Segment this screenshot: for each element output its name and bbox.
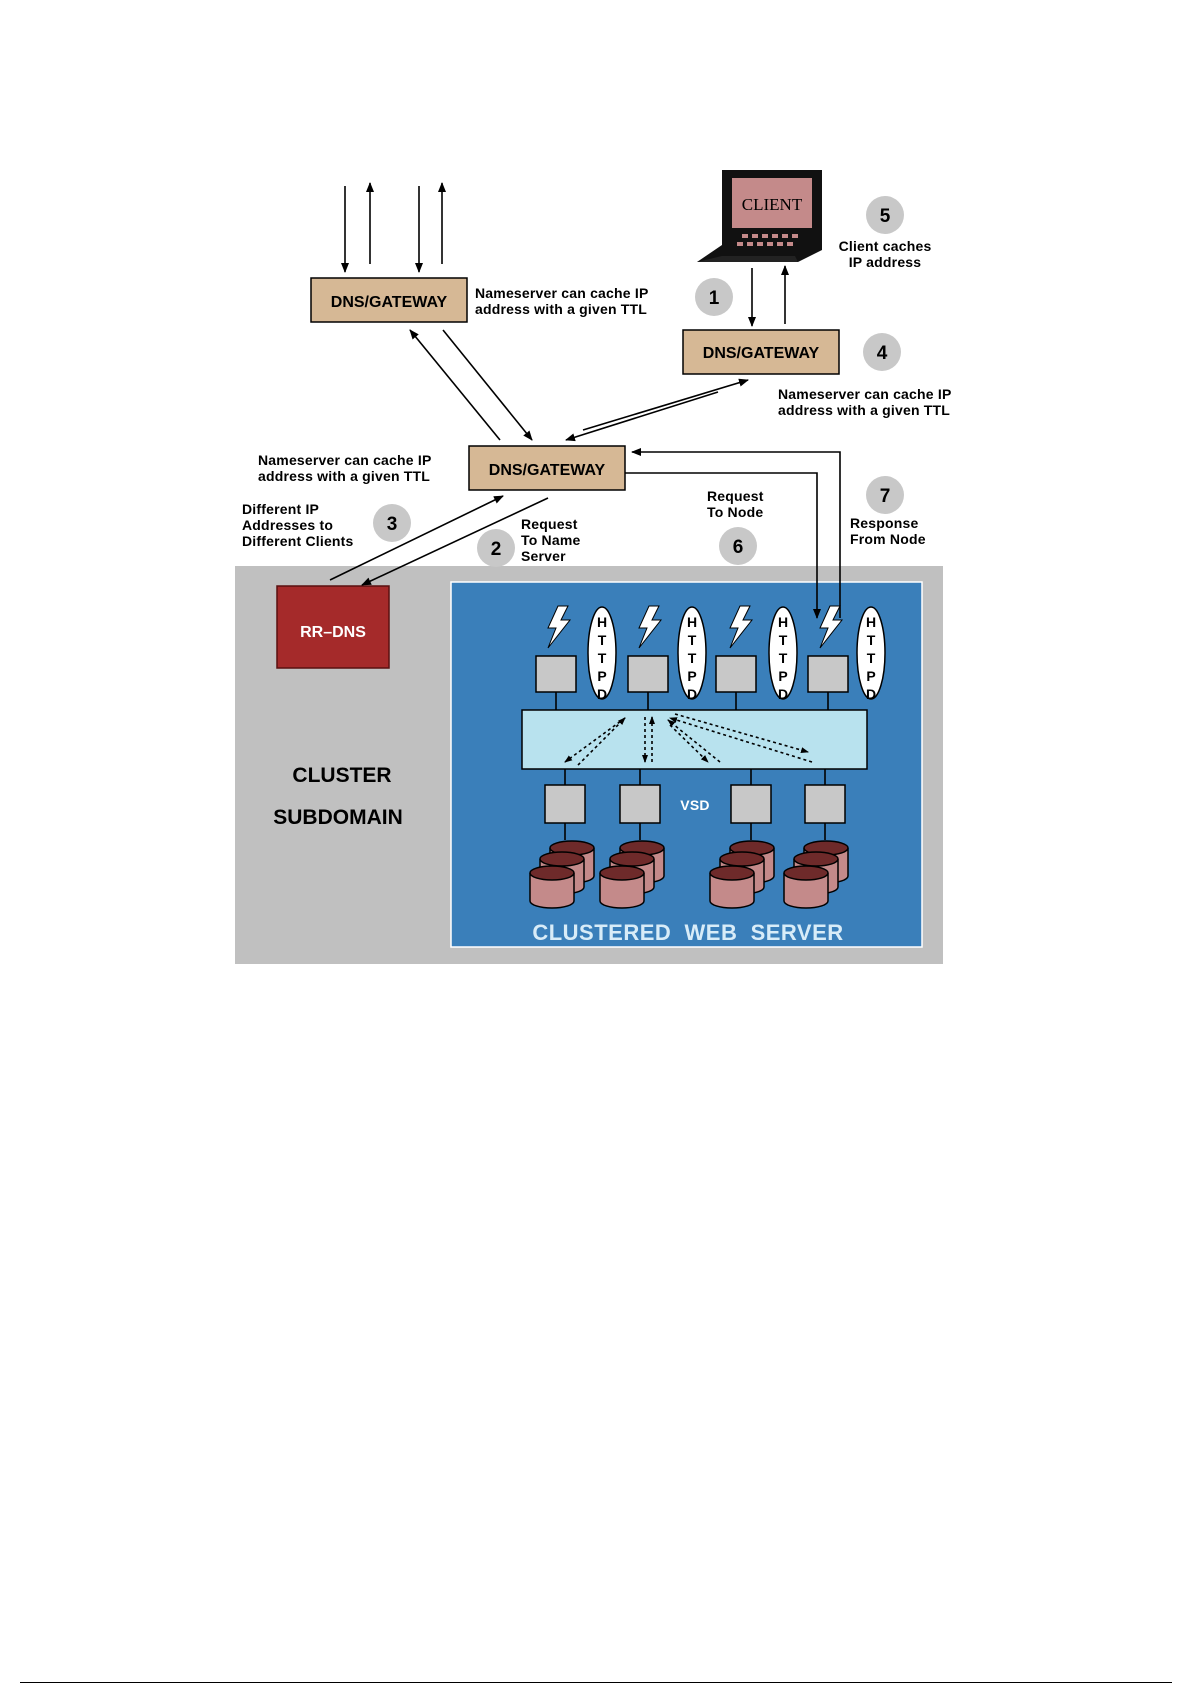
- step-2-circle: [477, 529, 515, 567]
- step-4-label: 4: [877, 343, 888, 364]
- step-4-circle: [863, 333, 901, 371]
- httpd-label-3: H T T P D: [778, 614, 788, 702]
- svg-text:T: T: [867, 632, 876, 648]
- svg-text:T: T: [688, 632, 697, 648]
- svg-text:T: T: [779, 632, 788, 648]
- client-caches-line2: IP address: [849, 254, 922, 270]
- httpd-ellipse-2: [677, 606, 707, 700]
- bus-dotted-arrows: [564, 713, 813, 766]
- svg-text:D: D: [866, 686, 876, 702]
- center-to-right-arrow: [582, 378, 749, 431]
- step-6-circle: [719, 527, 757, 565]
- svg-text:H: H: [687, 614, 697, 630]
- right-cache-line2: address with a given TTL: [778, 402, 950, 418]
- client-label: CLIENT: [742, 195, 803, 214]
- center-cache-line2: address with a given TTL: [258, 468, 430, 484]
- center-cache-line1: Nameserver can cache IP: [258, 452, 432, 468]
- vsd-box-4: [804, 784, 846, 824]
- svg-text:P: P: [866, 668, 875, 684]
- node-box-2: [627, 655, 669, 693]
- response-from-node-arrow: [631, 448, 841, 618]
- svg-text:P: P: [778, 668, 787, 684]
- top-left-cache-line2: address with a given TTL: [475, 301, 647, 317]
- different-ip-line3: Different Clients: [242, 533, 354, 549]
- lightning-icon-1: [547, 605, 572, 649]
- httpd-ellipse-3: [768, 606, 798, 700]
- svg-text:P: P: [687, 668, 696, 684]
- svg-text:D: D: [778, 686, 788, 702]
- request-name-server-line1: Request: [521, 516, 578, 532]
- svg-text:T: T: [779, 650, 788, 666]
- different-ip-line2: Addresses to: [242, 517, 333, 533]
- step-1-label: 1: [709, 288, 720, 309]
- response-node-line1: Response: [850, 515, 919, 531]
- lightning-icon-3: [729, 605, 754, 649]
- rr-dns-label: RR–DNS: [300, 624, 366, 641]
- httpd-label-4: H T T P D: [866, 614, 876, 702]
- step-6-label: 6: [733, 537, 744, 558]
- step-2-label: 2: [491, 539, 502, 560]
- cluster-label-line2: SUBDOMAIN: [273, 806, 403, 829]
- node-box-1: [535, 655, 577, 693]
- rrdns-to-center-arrow: [329, 495, 504, 581]
- page-bottom-rule: [20, 1682, 1172, 1683]
- svg-text:H: H: [597, 614, 607, 630]
- client-laptop-icon: [697, 170, 822, 262]
- svg-text:D: D: [687, 686, 697, 702]
- httpd-ellipse-1: [587, 606, 617, 700]
- right-cache-line1: Nameserver can cache IP: [778, 386, 952, 402]
- lightning-icon-2: [638, 605, 663, 649]
- svg-text:H: H: [866, 614, 876, 630]
- top-left-cache-line1: Nameserver can cache IP: [475, 285, 649, 301]
- svg-text:D: D: [597, 686, 607, 702]
- client-caches-line1: Client caches: [839, 238, 932, 254]
- svg-text:H: H: [778, 614, 788, 630]
- topleft-to-center-arrow: [442, 329, 533, 441]
- httpd-label-1: H T T P D: [597, 614, 607, 702]
- gateway-center: [468, 445, 626, 491]
- gateway-center-label: DNS/GATEWAY: [489, 462, 606, 479]
- different-ip-line1: Different IP: [242, 501, 319, 517]
- cluster-label-line1: CLUSTER: [292, 764, 391, 787]
- svg-text:P: P: [597, 668, 606, 684]
- right-to-center-arrow: [565, 391, 719, 442]
- gateway-top-left: [310, 277, 468, 323]
- step-1-circle: [695, 278, 733, 316]
- center-to-rrdns-arrow: [361, 497, 549, 586]
- node-box-4: [807, 655, 849, 693]
- request-name-server-line3: Server: [521, 548, 566, 564]
- vsd-label: VSD: [680, 797, 709, 813]
- step-7-label: 7: [880, 486, 891, 507]
- step-3-label: 3: [387, 514, 398, 535]
- rr-dns-box: [276, 585, 390, 669]
- svg-text:T: T: [598, 632, 607, 648]
- gateway-right-label: DNS/GATEWAY: [703, 345, 820, 362]
- request-node-line1: Request: [707, 488, 764, 504]
- step-5-label: 5: [880, 206, 891, 227]
- node-box-3: [715, 655, 757, 693]
- vsd-box-3: [730, 784, 772, 824]
- response-node-line2: From Node: [850, 531, 926, 547]
- center-to-topleft-arrow: [409, 329, 501, 441]
- vsd-box-2: [619, 784, 661, 824]
- request-name-server-line2: To Name: [521, 532, 581, 548]
- step-3-circle: [373, 504, 411, 542]
- svg-text:T: T: [688, 650, 697, 666]
- step-5-circle: [866, 196, 904, 234]
- svg-text:T: T: [598, 650, 607, 666]
- gateway-top-left-label: DNS/GATEWAY: [331, 294, 448, 311]
- request-node-line2: To Node: [707, 504, 763, 520]
- svg-text:T: T: [867, 650, 876, 666]
- clustered-web-server-label: CLUSTERED WEB SERVER: [532, 920, 843, 945]
- httpd-label-2: H T T P D: [687, 614, 697, 702]
- step-7-circle: [866, 476, 904, 514]
- gateway-right: [682, 329, 840, 375]
- lightning-icon-4: [819, 605, 844, 649]
- request-to-node-arrow: [625, 472, 821, 619]
- vsd-box-1: [544, 784, 586, 824]
- httpd-ellipse-4: [856, 606, 886, 700]
